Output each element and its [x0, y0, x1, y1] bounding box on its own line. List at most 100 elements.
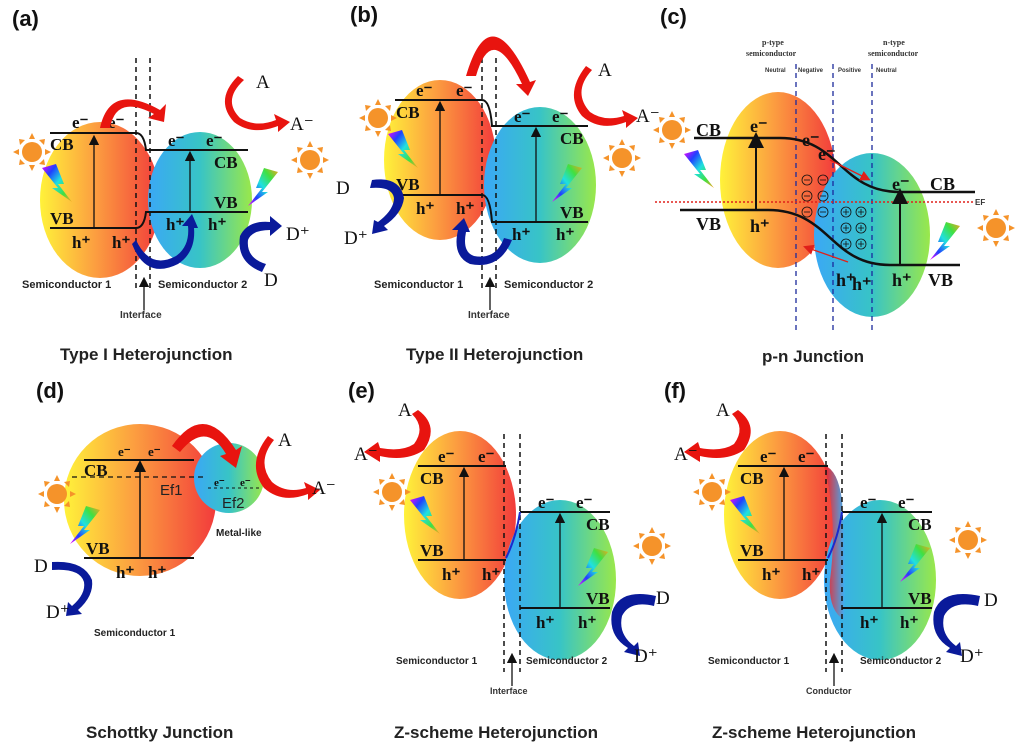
reduced-acceptor-label: A⁻ [312, 478, 336, 499]
panel-c-label: (c) [660, 4, 687, 29]
acceptor-label: A [278, 430, 292, 451]
light-bolt-icon [248, 168, 278, 206]
semiconductor-1-label: Semiconductor 1 [396, 656, 478, 667]
panel-e: (e) e⁻ e⁻ CB VB h⁺ h⁺ e⁻ e⁻ CB VB h⁺ h⁺ … [348, 378, 671, 742]
panel-b-title: Type II Heterojunction [406, 345, 583, 364]
hole-label: h⁺ [482, 565, 500, 584]
reduction-arrow [255, 436, 320, 500]
hole-label: h⁺ [836, 270, 856, 290]
hole-label: h⁺ [852, 274, 872, 294]
reduction-arrow [684, 410, 751, 462]
oxidized-donor-label: D⁺ [960, 646, 984, 667]
panel-b-label: (b) [350, 2, 378, 27]
z-scheme-recombination [505, 511, 521, 559]
hole-label: h⁺ [762, 565, 780, 584]
conductor-label: Conductor [806, 686, 852, 696]
oxidized-donor-label: D⁺ [344, 228, 368, 249]
semiconductor-2-blob [824, 500, 936, 660]
semiconductor-2-blob [484, 107, 596, 263]
electron-label: e⁻ [514, 107, 531, 126]
vb-label: VB [50, 209, 74, 228]
neutral-region-label: Neutral [765, 68, 786, 74]
electron-label: e⁻ [818, 144, 836, 164]
p-type-label: p-type [762, 38, 784, 47]
electron-label: e⁻ [860, 493, 877, 512]
oxidation-arrow [52, 561, 93, 616]
electron-label: e⁻ [760, 447, 777, 466]
cb-label: CB [560, 129, 584, 148]
hole-label: h⁺ [456, 199, 474, 218]
acceptor-label: A [598, 60, 612, 81]
panel-f-label: (f) [664, 378, 686, 403]
electron-label: e⁻ [206, 131, 223, 150]
semiconductor-1-blob [724, 431, 836, 599]
cb-band [50, 132, 248, 151]
positive-region-label: Positive [838, 68, 862, 74]
cb-band [395, 99, 588, 127]
fermi-level-2-label: Ef2 [222, 495, 245, 512]
vb-label: VB [86, 539, 110, 558]
semiconductor-2-label: Semiconductor 2 [504, 279, 593, 291]
panel-f: (f) e⁻ e⁻ CB VB h⁺ h⁺ e⁻ e⁻ CB VB h⁺ h⁺ … [664, 378, 998, 742]
oxidation-arrow [239, 216, 282, 272]
electron-label: e⁻ [478, 447, 495, 466]
hole-label: h⁺ [802, 565, 820, 584]
vb-label: VB [740, 541, 764, 560]
semiconductor-2-label: Semiconductor 2 [526, 656, 608, 667]
electron-label: e⁻ [416, 81, 433, 100]
electron-drift-arrow [829, 159, 871, 181]
cb-label: CB [696, 120, 721, 140]
p-type-label: semiconductor [746, 49, 797, 58]
reduced-acceptor-label: A⁻ [290, 114, 314, 135]
positive-ions [840, 206, 867, 250]
hole-transfer-arrow [452, 218, 512, 265]
interface-label: Interface [468, 310, 510, 321]
electron-label: e⁻ [438, 447, 455, 466]
semiconductor-1-blob [404, 431, 516, 599]
n-type-label: semiconductor [868, 49, 919, 58]
n-type-label: n-type [883, 38, 905, 47]
electron-label: e⁻ [168, 131, 185, 150]
panel-d-label: (d) [36, 378, 64, 403]
donor-label: D [656, 588, 670, 609]
vb-label: VB [214, 193, 238, 212]
semiconductor-2-label: Semiconductor 2 [860, 656, 942, 667]
vb-label: VB [696, 214, 721, 234]
z-scheme-recombination [827, 511, 843, 559]
panel-e-label: (e) [348, 378, 375, 403]
cb-label: CB [84, 461, 108, 480]
electron-label: e⁻ [576, 493, 593, 512]
cb-label: CB [214, 153, 238, 172]
metal-blob [194, 443, 264, 513]
electron-label: e⁻ [456, 81, 473, 100]
acceptor-label: A [716, 400, 730, 421]
interface-label: Interface [120, 310, 162, 321]
electron-transfer-arrow [100, 99, 166, 128]
acceptor-label: A [256, 72, 270, 93]
hole-label: h⁺ [116, 563, 134, 582]
semiconductor-1-label: Semiconductor 1 [374, 279, 463, 291]
sun-icon [949, 521, 987, 559]
donor-label: D [264, 270, 278, 291]
light-bolt-icon [684, 150, 714, 188]
vb-label: VB [928, 270, 953, 290]
vb-label: VB [586, 589, 610, 608]
reduction-arrow [224, 76, 290, 132]
cb-label: CB [396, 103, 420, 122]
panel-c-title: p-n Junction [762, 347, 864, 366]
vb-band [50, 211, 248, 229]
light-bolt-icon [930, 222, 960, 260]
panel-b: (b) e⁻ e⁻ CB VB h⁺ h⁺ e⁻ e⁻ CB VB h⁺ h⁺ … [336, 2, 660, 364]
panel-a: (a) e⁻ e⁻ CB VB h⁺ h⁺ e⁻ e⁻ CB VB h⁺ h⁺ … [12, 6, 329, 364]
hole-label: h⁺ [750, 216, 770, 236]
panel-d: (d) e⁻ e⁻ CB VB h⁺ h⁺ Ef1 e⁻ e⁻ Ef2 A A⁻… [34, 378, 336, 742]
vb-band [680, 208, 960, 267]
cb-label: CB [420, 469, 444, 488]
electron-label: e⁻ [802, 130, 820, 150]
semiconductor-1-label: Semiconductor 1 [94, 628, 176, 639]
semiconductor-1-blob [40, 122, 160, 278]
electron-label: e⁻ [214, 477, 225, 489]
donor-label: D [336, 178, 350, 199]
semiconductor-2-blob [148, 132, 252, 268]
oxidation-arrow [370, 179, 404, 234]
